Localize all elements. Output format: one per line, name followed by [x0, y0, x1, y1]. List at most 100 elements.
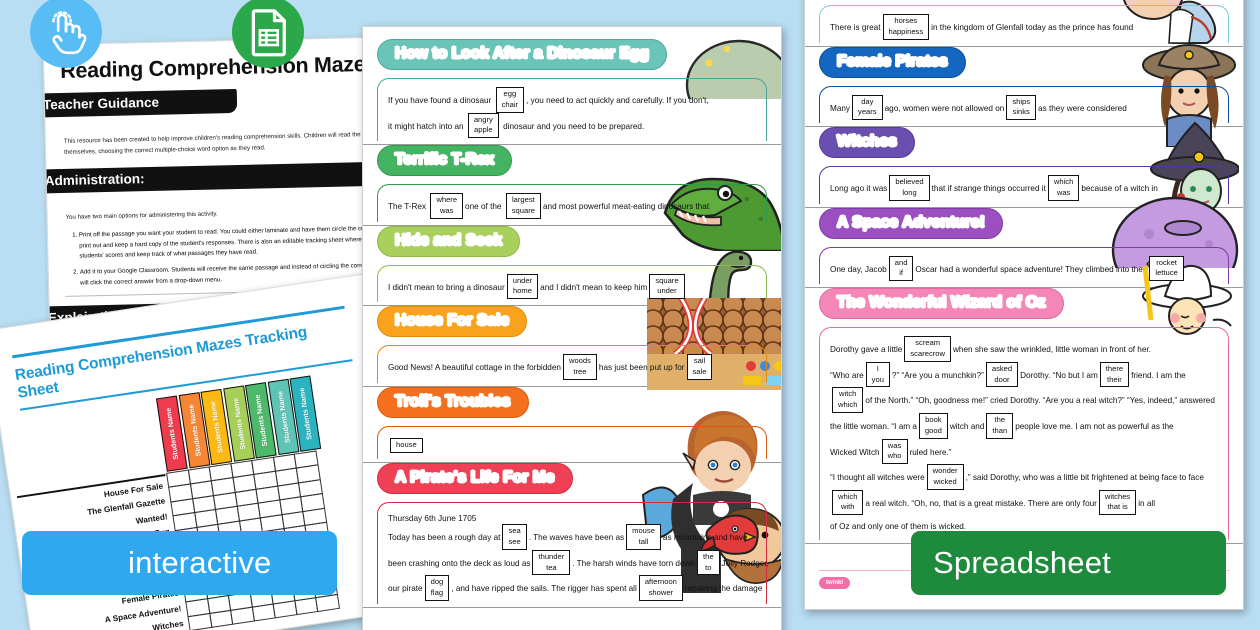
word-choice-option[interactable]: there — [1105, 363, 1124, 373]
word-choice-option[interactable]: mouse — [632, 526, 655, 536]
word-choice-option[interactable]: was — [439, 205, 454, 215]
word-choice-option[interactable]: with — [840, 502, 855, 512]
word-choice-option[interactable]: was — [1056, 187, 1071, 197]
word-choice-option[interactable]: tree — [573, 367, 587, 377]
word-choice-option[interactable]: wicked — [933, 476, 957, 486]
word-choice-option[interactable]: and — [894, 257, 908, 267]
interactive-badge[interactable]: interactive — [22, 531, 337, 595]
word-choice-option[interactable]: believed — [895, 177, 924, 187]
word-choice-option[interactable]: the — [702, 551, 714, 561]
word-choice-option[interactable]: afternoon — [644, 577, 677, 587]
word-choice-option[interactable]: that is — [1107, 502, 1128, 512]
word-choice-option[interactable]: home — [512, 286, 532, 296]
word-choice-option[interactable]: who — [887, 451, 902, 461]
word-choice-option[interactable]: scream — [915, 338, 941, 348]
word-choice-option[interactable]: egg — [503, 89, 517, 98]
word-choice-option[interactable]: sea — [508, 526, 521, 536]
word-choice-option[interactable]: witch — [839, 389, 857, 399]
word-choice-option[interactable]: woods — [568, 356, 591, 366]
tracking-cell[interactable] — [315, 593, 340, 613]
word-choice-option[interactable]: rocket — [1156, 257, 1177, 267]
word-choice-option[interactable]: sinks — [1012, 107, 1030, 117]
word-choice-option[interactable]: the — [994, 414, 1006, 424]
word-choice-option[interactable]: to — [705, 562, 712, 572]
word-choice-option[interactable]: day — [861, 96, 874, 106]
word-choice-option[interactable]: angry — [473, 114, 493, 124]
word-choice-option[interactable]: tall — [638, 537, 649, 547]
word-choice-option[interactable]: where — [436, 195, 458, 205]
word-choice-option[interactable]: book — [925, 414, 942, 424]
word-choice-option[interactable]: thunder — [538, 551, 565, 561]
word-choice-option[interactable]: long — [902, 187, 917, 197]
word-choice-option[interactable]: if — [899, 268, 903, 278]
word-choice-option[interactable]: under — [512, 275, 533, 285]
word-choice-option[interactable]: see — [508, 537, 521, 547]
word-choice-option[interactable]: witches — [1104, 491, 1131, 501]
word-choice-option[interactable]: good — [924, 425, 942, 435]
word-choice-option[interactable]: was — [887, 440, 902, 450]
word-choice-box[interactable]: house — [390, 438, 423, 454]
word-choice-option[interactable]: scarecrow — [910, 349, 945, 359]
word-choice-option[interactable]: house — [396, 440, 417, 450]
word-choice-option[interactable]: dog — [430, 577, 444, 587]
word-choice-option[interactable]: door — [994, 374, 1010, 384]
word-choice-option[interactable]: years — [858, 107, 877, 117]
word-choice-option[interactable]: sail — [693, 356, 706, 366]
word-choice-option[interactable]: I — [876, 363, 879, 373]
word-choice-option[interactable]: lettuce — [1155, 268, 1178, 278]
word-choice-option[interactable]: under — [657, 286, 677, 296]
word-choice-option[interactable]: wonder — [932, 466, 958, 476]
word-choice-option[interactable]: sale — [692, 367, 707, 377]
word-choice-option[interactable]: shower — [648, 588, 674, 598]
word-choice-option[interactable]: you — [871, 374, 884, 384]
word-choice-option[interactable]: which — [1053, 177, 1074, 187]
word-choice-option[interactable]: than — [992, 425, 1008, 435]
word-choice-option[interactable]: square — [511, 205, 535, 215]
word-choice-option[interactable]: largest — [511, 195, 535, 205]
word-choice-option[interactable]: happiness — [888, 26, 924, 36]
word-choice-option[interactable]: square — [655, 275, 679, 285]
spreadsheet-badge[interactable]: Spreadsheet — [911, 531, 1226, 595]
word-choice-option[interactable]: apple — [474, 125, 493, 135]
word-choice-option[interactable]: horses — [894, 16, 918, 25]
word-choice-option[interactable]: which — [838, 491, 858, 501]
word-choice-option[interactable]: ships — [1012, 96, 1031, 106]
word-choice-option[interactable]: their — [1107, 374, 1122, 384]
word-choice-option[interactable]: flag — [430, 588, 444, 598]
word-choice-option[interactable]: tea — [546, 562, 557, 572]
word-choice-option[interactable]: chair — [501, 99, 519, 109]
